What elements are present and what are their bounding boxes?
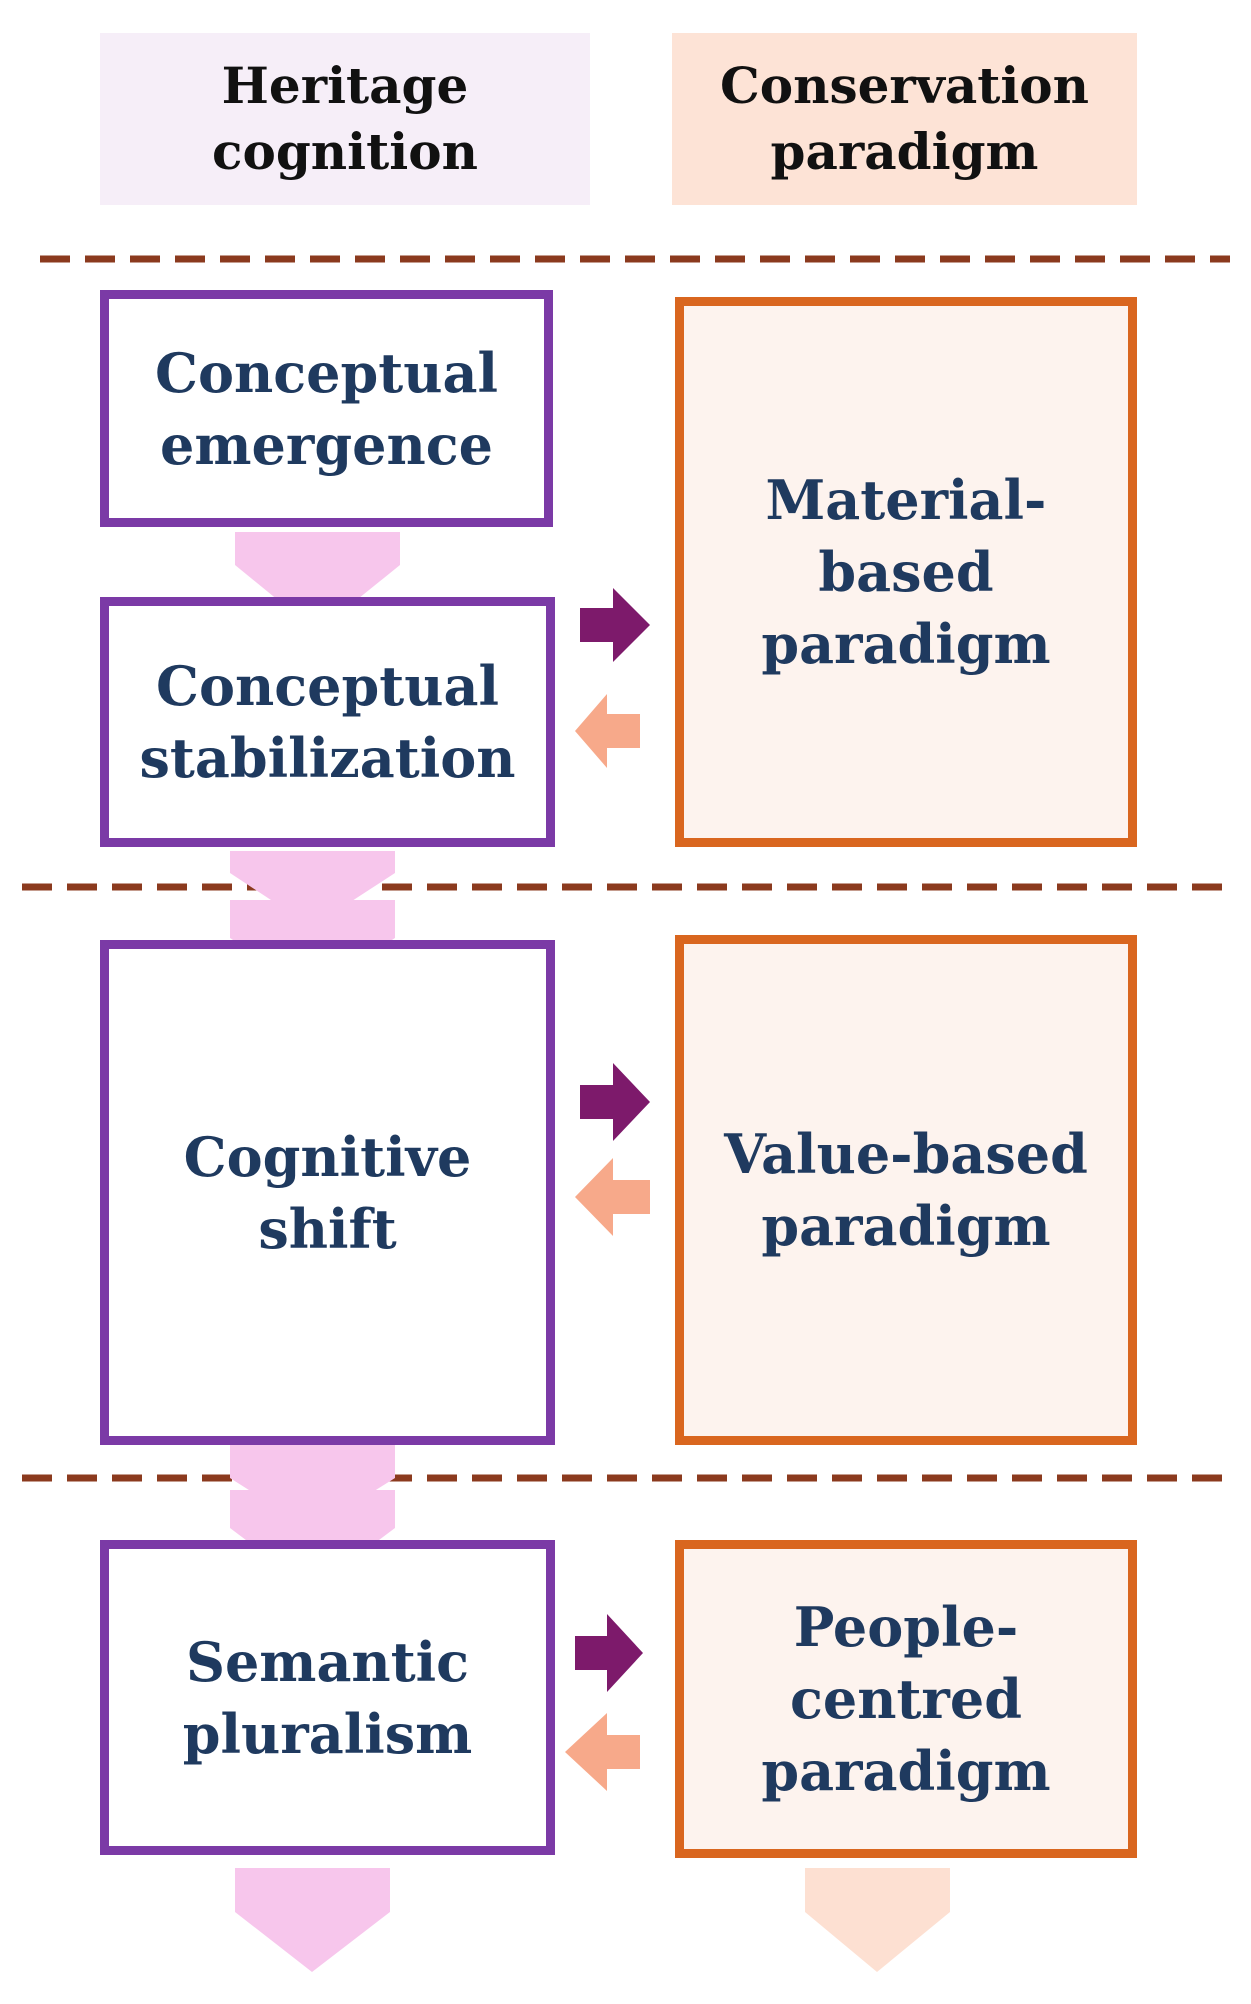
paradigm-label: Material-based paradigm: [761, 468, 1051, 676]
header-heritage-cognition: Heritage cognition: [100, 33, 590, 205]
paradigm-value-based: Value-based paradigm: [675, 935, 1137, 1445]
paradigm-label: Value-based paradigm: [724, 1122, 1088, 1258]
paradigm-material-based: Material-based paradigm: [675, 297, 1137, 847]
stage-conceptual-stabilization: Conceptual stabilization: [100, 597, 555, 847]
header-conservation-paradigm-label: Conservation paradigm: [719, 56, 1090, 181]
stage-conceptual-emergence: Conceptual emergence: [100, 290, 553, 527]
arrow-left-icon: [575, 694, 640, 768]
paradigm-people-centred: People-centred paradigm: [675, 1540, 1137, 1858]
arrow-right-icon: [580, 588, 650, 662]
arrow-left-icon: [565, 1713, 640, 1791]
header-conservation-paradigm: Conservation paradigm: [672, 33, 1137, 205]
header-heritage-cognition-label: Heritage cognition: [212, 56, 478, 181]
arrow-left-icon: [575, 1158, 650, 1236]
stage-cognitive-shift: Cognitive shift: [100, 940, 555, 1445]
paradigm-label: People-centred paradigm: [761, 1595, 1051, 1803]
arrow-right-icon: [575, 1614, 643, 1692]
chevron-down-icon: [230, 851, 395, 927]
stage-label: Cognitive shift: [183, 1124, 472, 1261]
chevron-down-icon: [230, 1445, 395, 1530]
arrow-right-icon: [580, 1063, 650, 1141]
stage-label: Semantic pluralism: [182, 1629, 473, 1766]
chevron-down-icon: [805, 1868, 950, 1972]
stage-semantic-pluralism: Semantic pluralism: [100, 1540, 555, 1855]
stage-label: Conceptual emergence: [155, 340, 498, 477]
chevron-down-icon: [235, 1868, 390, 1972]
stage-label: Conceptual stabilization: [139, 654, 516, 790]
